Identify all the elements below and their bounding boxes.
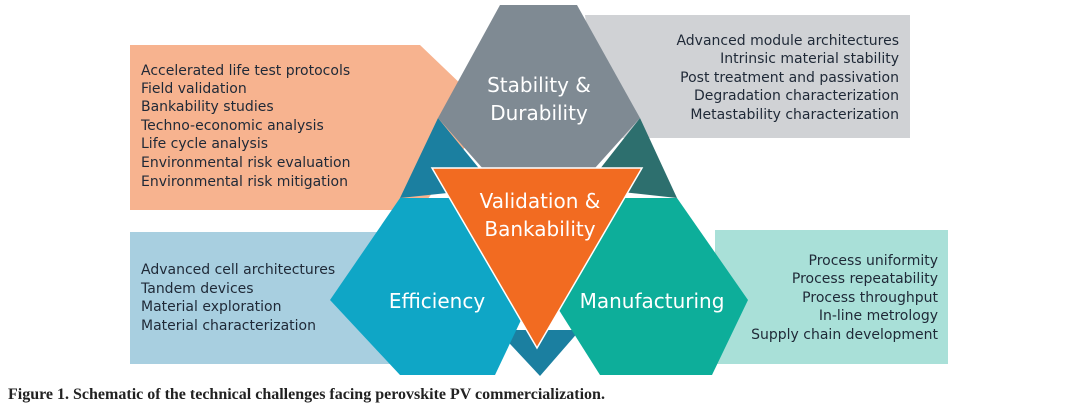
list-item: Post treatment and passivation [680,70,899,86]
stability-list: Advanced module architectures Intrinsic … [676,33,899,123]
list-item: Process uniformity [809,253,939,269]
stability-title-line1: Stability & [487,73,591,97]
list-item: In-line metrology [819,308,938,324]
list-item: Advanced module architectures [676,33,899,49]
manufacturing-title: Manufacturing [580,289,725,313]
list-item: Life cycle analysis [141,136,268,152]
efficiency-title: Efficiency [389,289,486,313]
manufacturing-list: Process uniformity Process repeatability… [751,253,938,343]
stability-hexagon [438,5,640,188]
list-item: Environmental risk evaluation [141,155,350,171]
stability-panel [585,15,910,138]
list-item: Bankability studies [141,99,274,115]
list-item: Process throughput [802,290,938,306]
list-item: Degradation characterization [694,88,899,104]
figure-caption: Figure 1. Schematic of the technical cha… [8,386,605,403]
validation-list: Accelerated life test protocols Field va… [140,63,350,190]
list-item: Metastability characterization [690,107,899,123]
list-item: Intrinsic material stability [720,51,899,67]
validation-triangle [430,167,644,350]
list-item: Material characterization [141,318,316,334]
list-item: Process repeatability [792,271,938,287]
list-item: Tandem devices [140,281,254,297]
diagram-canvas: Stability & Durability Validation & Bank… [130,5,948,376]
list-item: Material exploration [141,299,281,315]
validation-title-line2: Bankability [484,217,595,241]
list-item: Techno-economic analysis [140,118,324,134]
validation-title-line1: Validation & [480,189,601,213]
manufacturing-panel [715,230,948,364]
list-item: Environmental risk mitigation [141,174,348,190]
validation-panel [130,45,490,210]
connector-bottom [497,330,580,376]
list-item: Supply chain development [751,327,938,343]
list-item: Advanced cell architectures [141,262,335,278]
stability-title-line2: Durability [490,101,588,125]
list-item: Accelerated life test protocols [141,63,350,79]
efficiency-list: Advanced cell architectures Tandem devic… [140,262,335,334]
list-item: Field validation [141,81,247,97]
